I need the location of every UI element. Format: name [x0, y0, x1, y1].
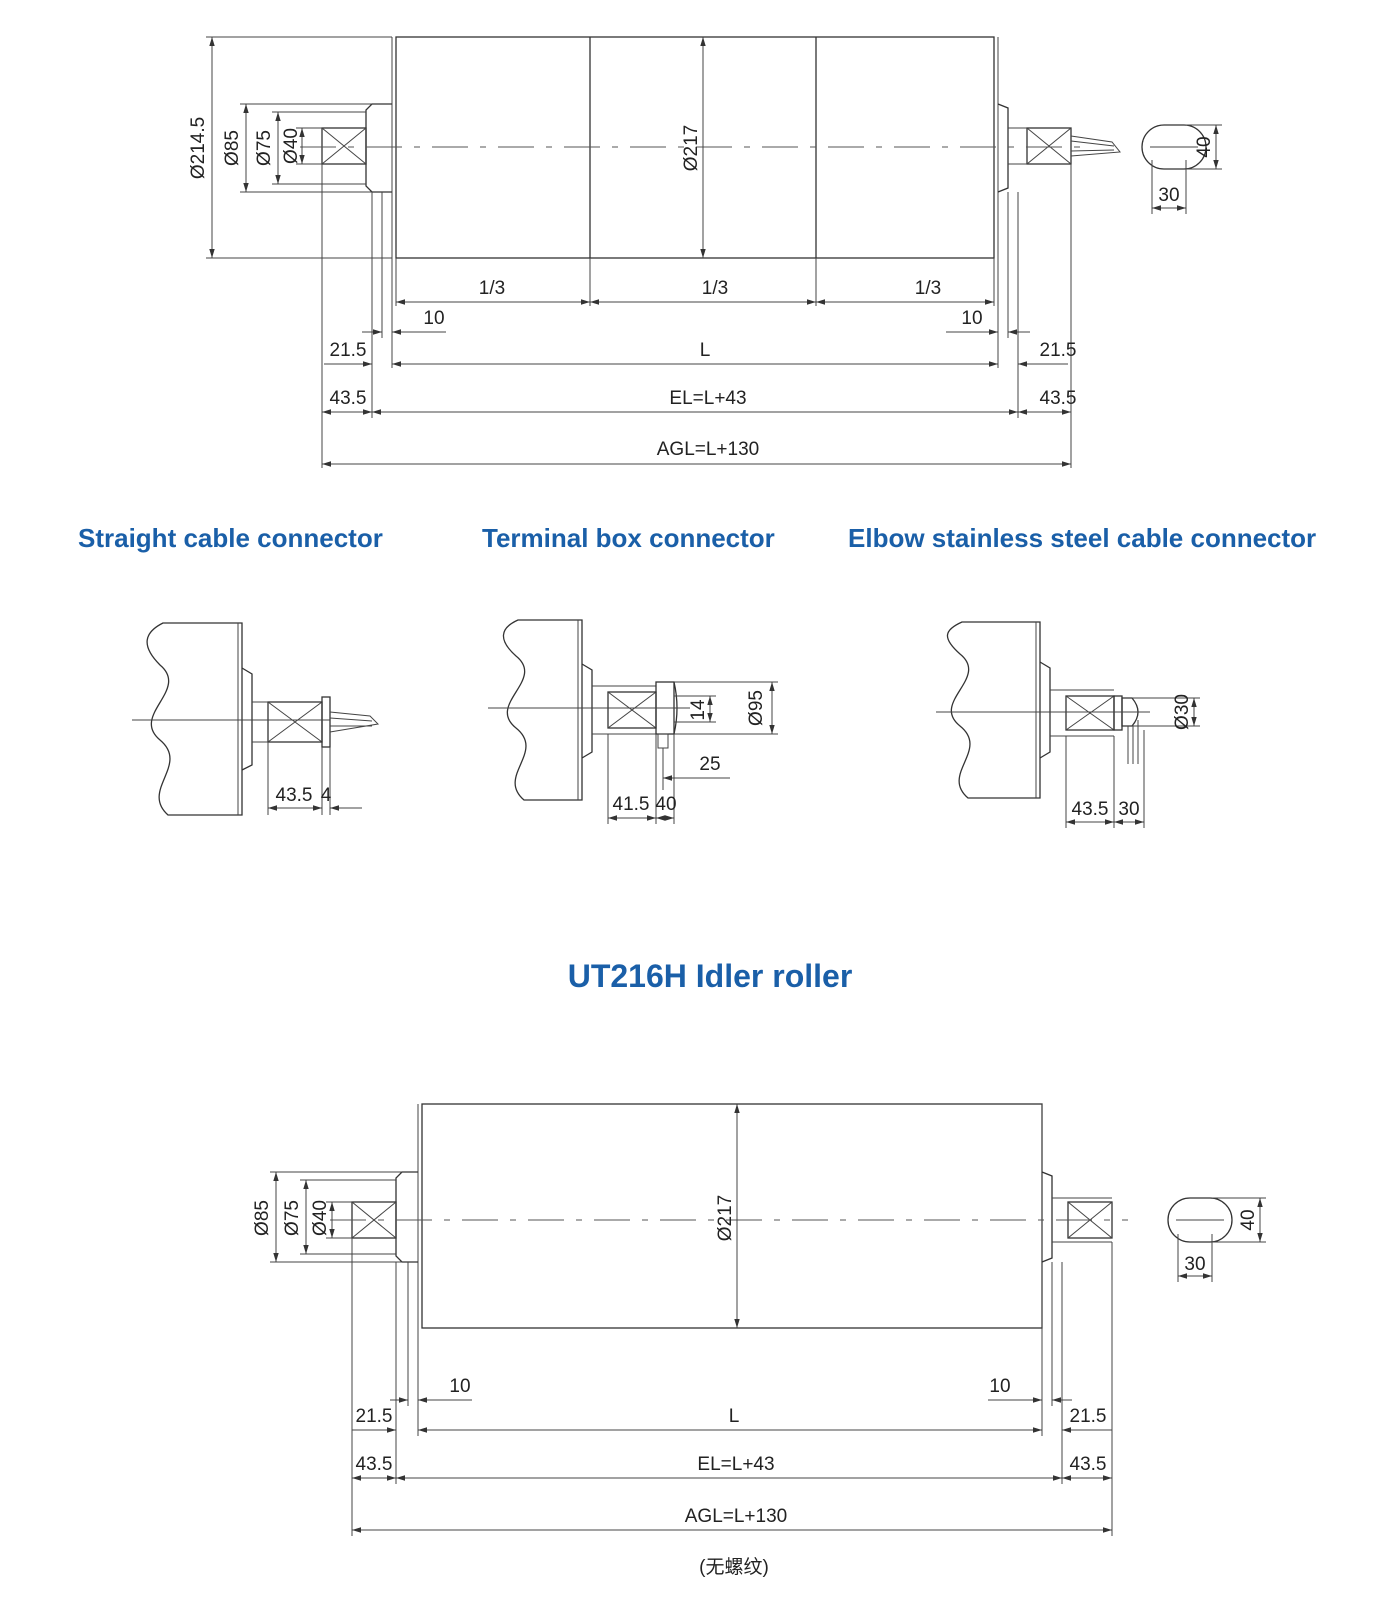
straight-d1: 43.5: [276, 785, 313, 806]
motor-el: EL=L+43: [669, 388, 746, 409]
elbow-d1: 43.5: [1072, 799, 1109, 820]
motor-dia-85: Ø85: [222, 130, 243, 166]
elbow-connector-title: Elbow stainless steel cable connector: [848, 523, 1316, 553]
idler-dia-tube: Ø217: [715, 1195, 736, 1241]
idler-ten-right: 10: [989, 1376, 1010, 1397]
idler-dia-75: Ø75: [282, 1200, 303, 1236]
elbow-connector-drawing: Ø30 43.5 30: [936, 621, 1200, 828]
idler-shaft-flat-40: 40: [1238, 1209, 1259, 1230]
terminal-d25: 25: [699, 754, 720, 775]
idler-title: UT216H Idler roller: [568, 958, 853, 994]
idler-d435-right: 43.5: [1070, 1454, 1107, 1475]
terminal-d1: 41.5: [613, 794, 650, 815]
idler-ten-left: 10: [449, 1376, 470, 1397]
idler-d215-left: 21.5: [356, 1406, 393, 1427]
motor-dia-40: Ø40: [281, 128, 302, 164]
straight-connector-drawing: 43.5 4: [132, 622, 380, 816]
idler-roller-drawing: Ø85 Ø75 Ø40 Ø217 40 30 10 10: [252, 1103, 1266, 1578]
motor-roller-drawing: Ø214.5 Ø85 Ø75 Ø40 Ø217 40 30: [188, 36, 1222, 468]
motor-shaft-flat-30: 30: [1158, 185, 1179, 206]
idler-d215-right: 21.5: [1070, 1406, 1107, 1427]
motor-third-1: 1/3: [479, 278, 505, 299]
terminal-d2: 40: [655, 794, 676, 815]
straight-d2: 4: [321, 785, 332, 806]
terminal-connector-title: Terminal box connector: [482, 523, 775, 553]
motor-third-2: 1/3: [702, 278, 728, 299]
motor-ten-left: 10: [423, 308, 444, 329]
idler-dia-40: Ø40: [310, 1200, 331, 1236]
motor-third-3: 1/3: [915, 278, 941, 299]
motor-d435-right: 43.5: [1040, 388, 1077, 409]
motor-dia-75: Ø75: [254, 130, 275, 166]
idler-agl: AGL=L+130: [685, 1506, 787, 1527]
terminal-dia: Ø95: [746, 690, 767, 726]
motor-d215-right: 21.5: [1040, 340, 1077, 361]
motor-dia-outer: Ø214.5: [188, 117, 209, 179]
motor-shaft-flat-40: 40: [1194, 136, 1215, 157]
elbow-dia: Ø30: [1172, 694, 1193, 730]
motor-dia-tube: Ø217: [681, 125, 702, 171]
motor-agl: AGL=L+130: [657, 439, 759, 460]
idler-d435-left: 43.5: [356, 1454, 393, 1475]
idler-shaft-flat-30: 30: [1184, 1254, 1205, 1275]
idler-dia-85: Ø85: [252, 1200, 273, 1236]
straight-connector-title: Straight cable connector: [78, 523, 383, 553]
motor-d435-left: 43.5: [330, 388, 367, 409]
idler-el: EL=L+43: [697, 1454, 774, 1475]
idler-length: L: [729, 1406, 740, 1427]
motor-d215-left: 21.5: [330, 340, 367, 361]
terminal-connector-drawing: 14 Ø95 25 41.5 40: [488, 619, 778, 824]
terminal-d14: 14: [688, 699, 709, 721]
idler-note: (无螺纹): [699, 1556, 769, 1578]
motor-ten-right: 10: [961, 308, 982, 329]
elbow-d2: 30: [1118, 799, 1139, 820]
motor-length: L: [700, 340, 711, 361]
